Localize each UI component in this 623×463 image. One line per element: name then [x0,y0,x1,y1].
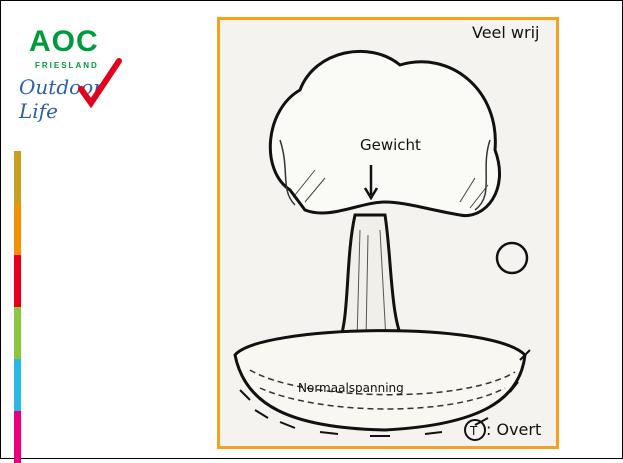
aoc-logo: AOC FRIESLAND Outdoor Life [19,19,129,129]
stripe-segment [14,307,21,359]
mushroom-stem [338,215,405,345]
stripe-segment [14,255,21,307]
stripe-segment [14,359,21,411]
stripe-segment [14,203,21,255]
sun-circle [497,243,527,273]
checkmark-icon [19,19,129,129]
mushroom-illustration: Veel wrij Gewicht Normaalspanning T : Ov… [220,20,556,446]
color-stripe [14,151,21,458]
stress-label: Normaalspanning [298,381,404,395]
top-text: Veel wrij [472,23,539,42]
stripe-segment [14,151,21,203]
t-badge-letter: T [469,424,478,438]
illustration-frame: Veel wrij Gewicht Normaalspanning T : Ov… [217,17,559,449]
stripe-segment [14,411,21,463]
bottom-text: : Overt [486,420,541,439]
mushroom-cap [270,51,499,215]
weight-label: Gewicht [360,136,421,154]
